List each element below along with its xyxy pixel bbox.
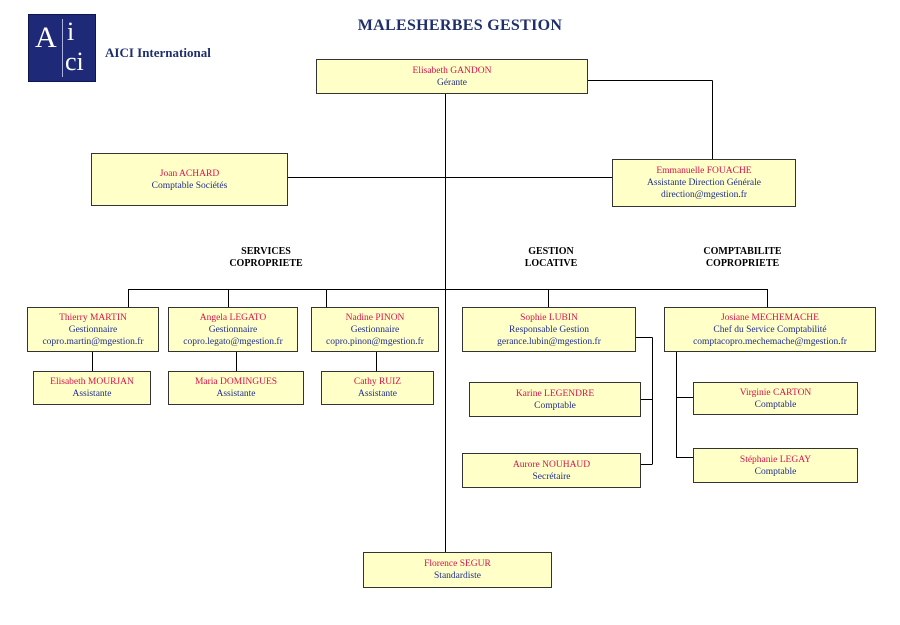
org-box-lubin: Sophie LUBIN Responsable Gestion gerance… (462, 307, 636, 352)
org-box-legato: Angela LEGATO Gestionnaire copro.legato@… (168, 307, 298, 352)
section-services-copropriete: SERVICES COPROPRIETE (229, 246, 303, 269)
org-box-legendre: Karine LEGENDRE Comptable (469, 382, 641, 417)
page-title: MALESHERBES GESTION (357, 17, 563, 34)
org-box-ruiz: Cathy RUIZ Assistante (321, 371, 434, 405)
logo-letters-ci: ci (65, 47, 84, 76)
org-box-fouache: Emmanuelle FOUACHE Assistante Direction … (612, 159, 796, 207)
org-box-martin: Thierry MARTIN Gestionnaire copro.martin… (27, 307, 159, 352)
logo-letter-i: i (67, 17, 75, 46)
logo-letter-a: A (35, 21, 57, 54)
org-box-legay: Stéphanie LEGAY Comptable (693, 448, 858, 483)
org-box-domingues: Maria DOMINGUES Assistante (168, 371, 304, 405)
org-box-carton: Virginie CARTON Comptable (693, 382, 858, 415)
section-comptabilite-copropriete: COMPTABILITE COPROPRIETE (703, 246, 782, 269)
logo-divider (62, 19, 63, 77)
section-gestion-locative: GESTION LOCATIVE (524, 246, 578, 269)
aici-logo: A i ci (28, 14, 96, 82)
org-box-nouhaud: Aurore NOUHAUD Secrétaire (462, 453, 641, 488)
org-box-mourjan: Elisabeth MOURJAN Assistante (33, 371, 151, 405)
org-box-achard: Joan ACHARD Comptable Sociétés (91, 153, 288, 206)
org-box-segur: Florence SEGUR Standardiste (363, 552, 552, 588)
org-box-gandon: Elisabeth GANDON Gérante (316, 59, 588, 94)
company-name: AICI International (105, 45, 211, 60)
org-box-pinon: Nadine PINON Gestionnaire copro.pinon@mg… (311, 307, 439, 352)
org-box-mechemache: Josiane MECHEMACHE Chef du Service Compt… (664, 307, 876, 352)
